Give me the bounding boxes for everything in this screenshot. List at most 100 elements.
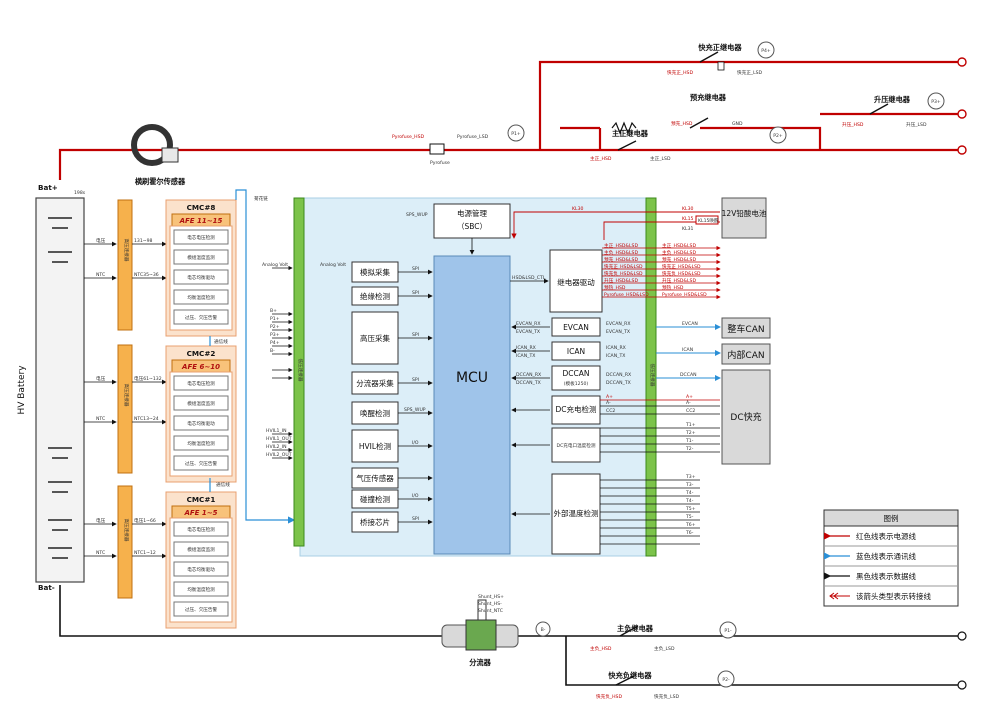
svg-text:ICAN_RX: ICAN_RX — [606, 345, 626, 351]
svg-text:SPS_WUP: SPS_WUP — [406, 212, 428, 218]
relay-drive-label: 升压_HSD&LSD — [604, 277, 638, 284]
shunt-sample-block: 分流器采集 — [356, 378, 394, 388]
pyrofuse: Pyrofuse_HSD Pyrofuse_LSD Pyrofuse — [392, 134, 489, 166]
analog-sample-block: 模拟采集 — [360, 267, 390, 277]
svg-text:电压: 电压 — [96, 517, 106, 524]
relay-drive-label: 主正_HSD&LSD — [604, 242, 638, 249]
cmc-function-item: 均衡温度检测 — [187, 440, 215, 447]
svg-text:(模板1250): (模板1250) — [564, 380, 589, 387]
svg-text:T5-: T5- — [685, 514, 694, 520]
power-wiring — [58, 60, 958, 180]
svg-text:DCCAN_RX: DCCAN_RX — [606, 372, 631, 378]
p1-label: P1+ — [511, 131, 521, 137]
daisy-chain — [209, 189, 296, 524]
svg-text:SPI: SPI — [412, 516, 419, 522]
relay-main-neg: 主负继电器 主负_HSD 主负_LSD — [590, 624, 675, 652]
svg-text:高压连接器: 高压连接器 — [123, 519, 130, 542]
svg-text:T3+: T3+ — [685, 474, 696, 480]
svg-text:SPI: SPI — [412, 266, 419, 272]
svg-text:A-: A- — [686, 400, 691, 406]
relay-drive-label: 预充_HSD&LSD — [604, 256, 638, 263]
relay-drive-label-out: 快充负_HSD&LSD — [662, 270, 701, 277]
svg-text:CC2: CC2 — [606, 408, 615, 414]
cmc-function-item: 电芯均衡驱动 — [187, 274, 215, 281]
svg-text:A+: A+ — [606, 394, 613, 400]
svg-text:131~98: 131~98 — [134, 238, 153, 244]
svg-text:DCCAN: DCCAN — [680, 372, 697, 378]
svg-text:快充正_HSD: 快充正_HSD — [667, 69, 693, 76]
svg-text:DCCAN_RX: DCCAN_RX — [516, 372, 541, 378]
svg-text:升压继电器: 升压继电器 — [874, 95, 911, 104]
svg-text:ICAN: ICAN — [682, 347, 693, 353]
svg-text:B-: B- — [270, 348, 275, 354]
shunt: 分流器 Shunt_HS+ Shunt_HS- Shunt_NTC — [441, 594, 519, 667]
bat-plus-label: Bat+ — [38, 183, 58, 192]
neg-terminals — [957, 631, 967, 690]
relay-precharge: 预充继电器 预充_HSD GND — [611, 93, 743, 135]
cmc-function-item: 均衡温度检测 — [187, 294, 215, 301]
p2-minus-label: P2- — [722, 677, 730, 683]
can-lines — [656, 324, 721, 381]
cell-sense-lines — [84, 241, 117, 559]
svg-text:NTC: NTC — [96, 550, 105, 556]
svg-text:电压: 电压 — [96, 237, 106, 244]
cmc-function-item: 电芯电压检测 — [187, 526, 215, 533]
cmc-title: CMC#1 — [187, 495, 216, 504]
cmc-function-item: 电芯电压检测 — [187, 234, 215, 241]
svg-text:Pyrofuse_LSD: Pyrofuse_LSD — [457, 134, 489, 140]
svg-text:HVIL2_IN: HVIL2_IN — [266, 444, 287, 450]
relay-drive-label: Pyrofuse_HSD&LSD — [604, 292, 649, 298]
svg-text:SPI: SPI — [412, 377, 419, 383]
power-return — [59, 585, 958, 686]
svg-text:EVCAN_TX: EVCAN_TX — [606, 329, 630, 335]
svg-text:升压_HSD: 升压_HSD — [842, 121, 864, 128]
svg-text:HVIL1_OUT: HVIL1_OUT — [266, 436, 292, 442]
svg-text:主负继电器: 主负继电器 — [617, 624, 654, 633]
ican-block: ICAN — [567, 347, 585, 356]
svg-text:SPI: SPI — [412, 290, 419, 296]
relay-drive-label: 快充正_HSD&LSD — [604, 263, 643, 270]
evcan-block: EVCAN — [563, 323, 589, 332]
cmc-title: CMC#8 — [187, 203, 216, 212]
left-input-labels: Analog Volt Analog Volt B+ P1+ P2+ P3+ P… — [262, 262, 346, 458]
dc-detect-block: DC充电检测 — [555, 404, 596, 414]
svg-text:A-: A- — [606, 400, 611, 406]
comm-label-1: 通信线 — [214, 338, 228, 345]
relay-fast-pos: 快充正继电器 快充正_HSD 快充正_LSD — [667, 43, 763, 76]
svg-text:GND: GND — [732, 121, 743, 127]
cmc-function-item: 模组温度监测 — [187, 400, 215, 407]
terminals — [957, 57, 967, 155]
svg-text:主正_LSD: 主正_LSD — [650, 155, 671, 162]
svg-text:Pyrofuse: Pyrofuse — [430, 160, 450, 166]
svg-text:升压_LSD: 升压_LSD — [906, 121, 927, 128]
svg-text:NTC35~36: NTC35~36 — [134, 272, 159, 278]
p4-label: P4+ — [761, 48, 771, 54]
bridge-block: 桥接芯片 — [360, 517, 390, 527]
dc-labels: A+ A+ A- A- CC2 CC2 T1+ T2+ T1- T2- T3+ … — [606, 394, 696, 536]
cmc-function-item: 均衡温度检测 — [187, 586, 215, 593]
svg-text:Pyrofuse_HSD: Pyrofuse_HSD — [392, 134, 425, 140]
svg-text:快充负继电器: 快充负继电器 — [607, 671, 652, 680]
relay-drive-label-out: 主负_HSD&LSD — [662, 249, 696, 256]
legend-adapter: 该箭头类型表示转接线 — [856, 591, 931, 601]
cmc-function-item: 模组温度监测 — [187, 546, 215, 553]
legend-comm: 蓝色线表示通讯线 — [856, 551, 916, 561]
hvil-block: HVIL检测 — [359, 441, 391, 451]
cmc-title: CMC#2 — [187, 349, 216, 358]
svg-text:Shunt_HS-: Shunt_HS- — [478, 601, 502, 607]
dc-fast-label: DC快充 — [730, 411, 761, 423]
svg-text:Analog Volt: Analog Volt — [320, 262, 346, 268]
kl-labels: KL30 KL30 KL15 KL31 KL15唤醒 — [572, 206, 719, 232]
legend-data: 黑色线表示数据线 — [856, 571, 916, 581]
svg-text:快充负_HSD: 快充负_HSD — [596, 693, 622, 700]
svg-text:DCCAN_TX: DCCAN_TX — [606, 380, 631, 386]
internal-bus-labels: SPI SPI SPI SPI SPS_WUP I/O I/O SPI HSD&… — [404, 212, 546, 522]
p3-label: P3+ — [931, 99, 941, 105]
svg-text:EVCAN_TX: EVCAN_TX — [516, 329, 540, 335]
relay-drive-label-out: 升压_HSD&LSD — [662, 277, 696, 284]
svg-text:电压61~132: 电压61~132 — [134, 375, 162, 382]
svg-text:T4-: T4- — [685, 498, 694, 504]
